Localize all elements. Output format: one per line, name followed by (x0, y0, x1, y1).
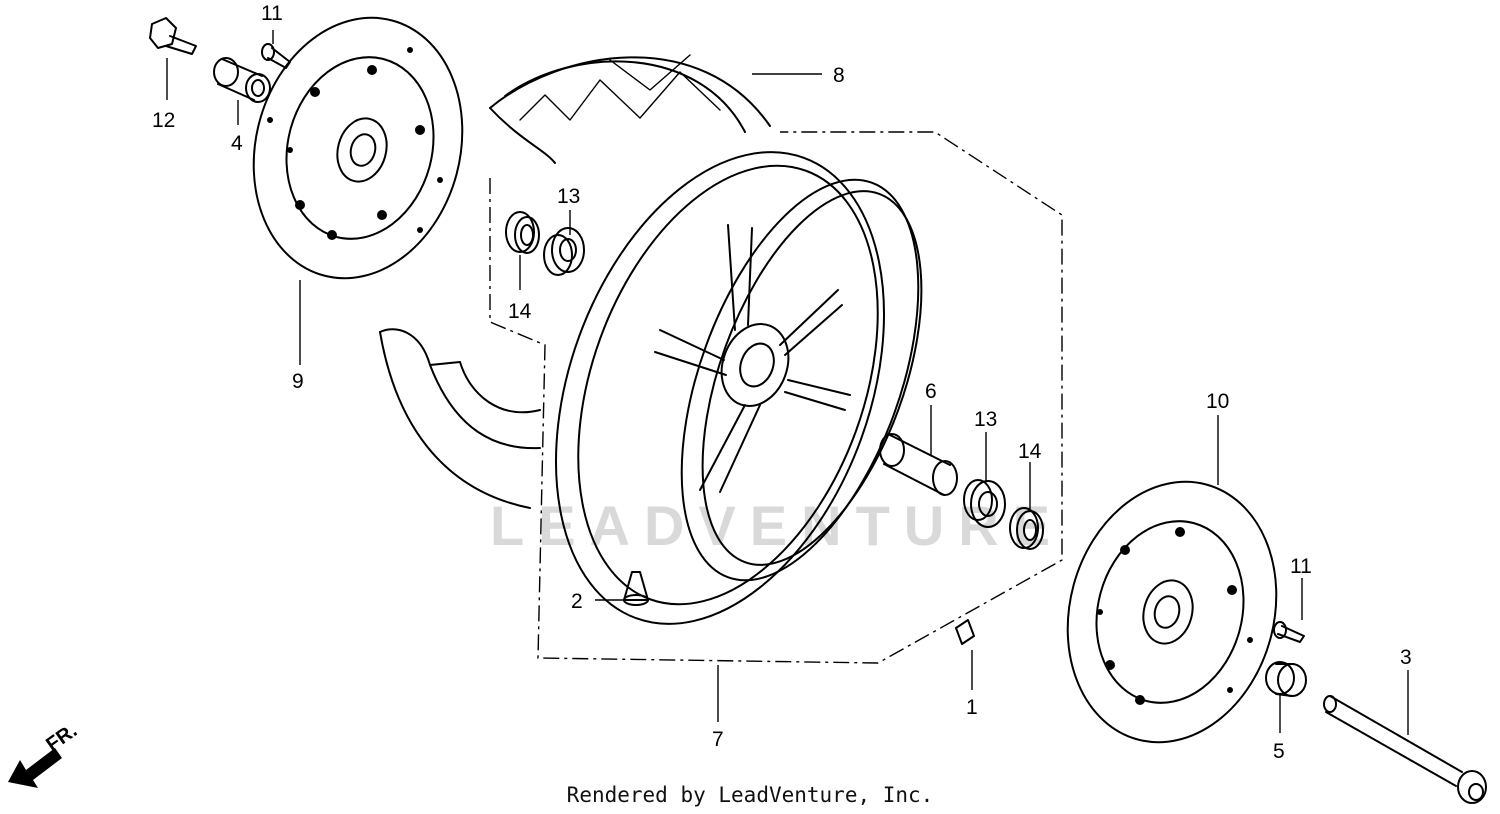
collar-part-4 (213, 57, 271, 103)
collar-part-5 (1265, 661, 1307, 697)
callout-13-right: 13 (974, 408, 997, 431)
valve-part-2 (623, 571, 649, 606)
callout-14-right: 14 (1018, 440, 1042, 463)
front-direction-arrow: FR. (8, 720, 81, 788)
callout-11-right: 11 (1290, 555, 1312, 578)
bearing-part-13-right (963, 479, 1006, 528)
callout-12: 12 (152, 109, 175, 132)
callout-11-left: 11 (261, 2, 283, 25)
rendered-by-credit: Rendered by LeadVenture, Inc. (566, 783, 934, 807)
callout-1: 1 (966, 696, 978, 719)
callout-7: 7 (712, 728, 724, 751)
callout-2: 2 (571, 590, 583, 613)
bolt-part-12 (149, 17, 197, 55)
wheel-assembly-outline (489, 131, 1063, 664)
brake-disc-left (252, 16, 464, 280)
seal-part-14-left (505, 211, 540, 254)
axle-part-3 (1323, 695, 1487, 804)
callout-10: 10 (1206, 390, 1229, 413)
callout-3: 3 (1400, 646, 1412, 669)
callout-13-left: 13 (557, 185, 580, 208)
spacer-part-6 (879, 433, 958, 496)
callout-8: 8 (833, 64, 845, 87)
callout-4: 4 (231, 132, 243, 155)
brake-disc-right (1066, 480, 1278, 744)
tire-part (379, 54, 771, 509)
callout-14-left: 14 (508, 300, 532, 323)
balance-weight-part-1 (955, 619, 975, 645)
direction-label: FR. (42, 720, 81, 757)
watermark: LEADVENTURE (490, 494, 1064, 557)
callout-6: 6 (925, 380, 937, 403)
callout-9: 9 (292, 370, 304, 393)
screw-part-11-left (261, 43, 291, 69)
bearing-part-13-left (543, 227, 585, 276)
wheel-part (555, 151, 923, 625)
screw-part-11-right (1273, 621, 1305, 643)
callout-5: 5 (1273, 740, 1285, 763)
